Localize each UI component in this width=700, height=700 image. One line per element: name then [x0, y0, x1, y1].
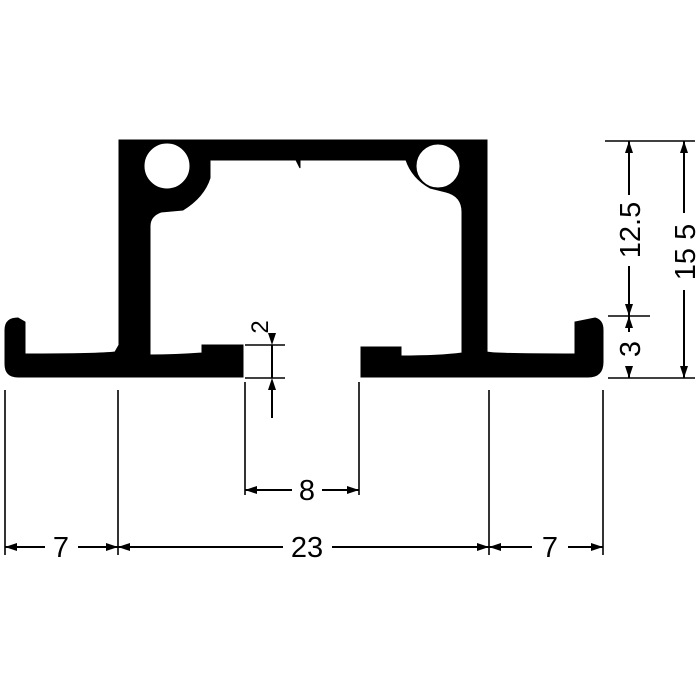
dim-label-slot-width: 8	[299, 475, 315, 507]
dimension-inner-height: 12.5	[615, 141, 647, 316]
dim-label-inner-height: 12.5	[615, 202, 647, 258]
rail-cross-section	[4, 139, 604, 378]
dimension-base-height: 3	[615, 316, 647, 378]
dim-label-lip-thickness: 2	[247, 320, 274, 333]
dimension-overall-width: 23	[118, 532, 489, 564]
dimension-overall-height: 15 5	[670, 141, 700, 378]
dim-label-overall-width: 23	[291, 532, 323, 564]
dim-label-base-height: 3	[615, 341, 647, 357]
dimension-right-flange: 7	[489, 532, 603, 564]
dimension-lip-thickness: 2	[247, 320, 276, 418]
dim-label-overall-height: 15 5	[670, 224, 700, 280]
dim-label-left-flange: 7	[53, 532, 69, 564]
dimension-slot-width: 8	[245, 475, 359, 507]
dimension-left-flange: 7	[5, 532, 118, 564]
dim-label-right-flange: 7	[542, 532, 558, 564]
